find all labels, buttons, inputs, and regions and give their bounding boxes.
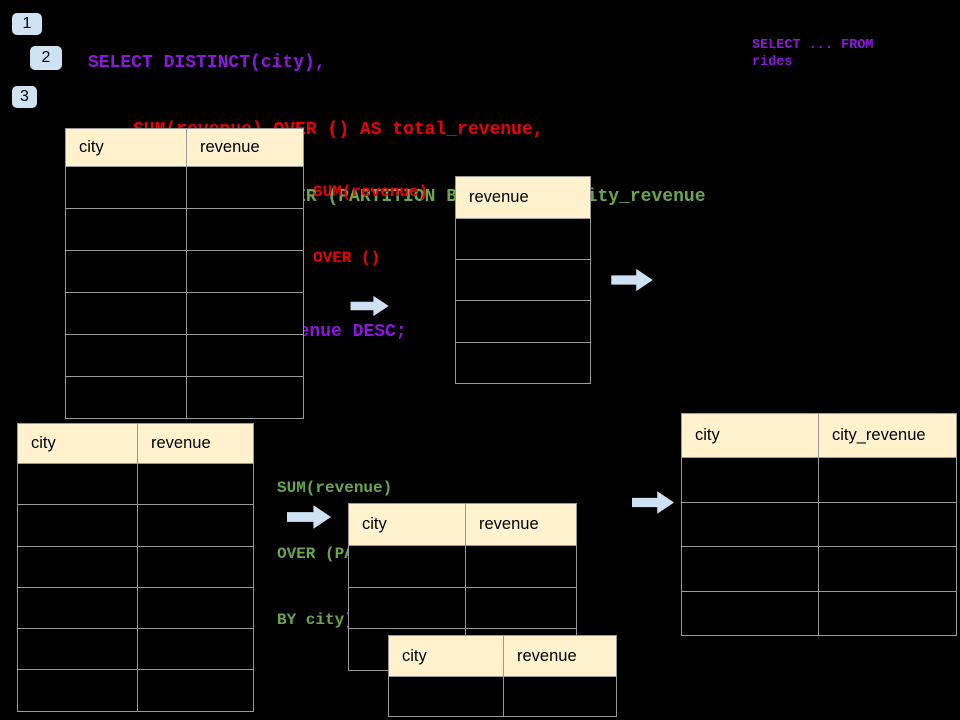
table-cell bbox=[456, 342, 590, 383]
table-cell bbox=[18, 629, 137, 670]
label-sum-over-total: SUM(revenue) OVER () bbox=[313, 137, 428, 313]
table-total-revenue-result: revenue bbox=[455, 176, 591, 384]
column-header: revenue bbox=[504, 636, 616, 676]
table-cell bbox=[138, 464, 253, 505]
table-cell bbox=[187, 209, 303, 250]
table-cell bbox=[66, 335, 186, 376]
table-cell bbox=[349, 546, 465, 587]
column-header: city bbox=[682, 414, 818, 457]
label-line: SUM(revenue) bbox=[277, 479, 393, 497]
table-cell bbox=[682, 502, 818, 546]
table-cell bbox=[819, 547, 956, 591]
table-cell bbox=[187, 335, 303, 376]
flow-arrow-to-total-table bbox=[350, 295, 389, 317]
table-cell bbox=[138, 670, 253, 711]
column-header: city_revenue bbox=[819, 414, 956, 457]
table-cell bbox=[187, 293, 303, 334]
flow-arrow-to-city-revenue-table bbox=[632, 491, 675, 514]
column-header: city bbox=[389, 636, 503, 676]
table-cell bbox=[456, 301, 590, 342]
sql-line-select: SELECT DISTINCT(city), bbox=[88, 52, 326, 73]
column-header: revenue bbox=[456, 177, 590, 218]
table-cell bbox=[187, 251, 303, 292]
table-cell bbox=[138, 505, 253, 546]
table-cell bbox=[819, 458, 956, 502]
label-line: SUM(revenue) bbox=[313, 183, 429, 201]
table-cell bbox=[682, 591, 818, 635]
table-cell bbox=[18, 505, 137, 546]
table-cell bbox=[66, 209, 186, 250]
table-cell bbox=[18, 670, 137, 711]
step-badge-1: 1 bbox=[12, 13, 42, 35]
table-cell bbox=[138, 546, 253, 587]
table-cell bbox=[466, 587, 576, 629]
table-cell bbox=[187, 167, 303, 208]
column-header: revenue bbox=[466, 504, 576, 545]
table-cell bbox=[138, 629, 253, 670]
column-header: city bbox=[66, 129, 186, 166]
flow-arrow-from-total-table bbox=[611, 268, 653, 292]
table-cell bbox=[187, 377, 303, 418]
column-header: city bbox=[349, 504, 465, 545]
table-cell bbox=[682, 547, 818, 591]
table-cell bbox=[138, 587, 253, 629]
table-cell bbox=[66, 377, 186, 418]
table-cell bbox=[504, 677, 616, 716]
step-badge-3: 3 bbox=[12, 86, 37, 108]
table-cell bbox=[819, 591, 956, 635]
table-cell bbox=[389, 677, 503, 716]
table-cell bbox=[466, 546, 576, 587]
table-cell bbox=[819, 502, 956, 546]
table-cell bbox=[18, 546, 137, 587]
flow-arrow-to-partition-table bbox=[287, 505, 332, 529]
column-header: revenue bbox=[138, 424, 253, 463]
column-header: revenue bbox=[187, 129, 303, 166]
table-cell bbox=[682, 458, 818, 502]
label-line: BY city) bbox=[277, 611, 354, 629]
label-line: OVER () bbox=[313, 249, 381, 267]
table-cell bbox=[18, 587, 137, 629]
table-cell bbox=[66, 167, 186, 208]
table-cell bbox=[456, 260, 590, 301]
step-badge-2: 2 bbox=[30, 46, 62, 70]
table-cell bbox=[349, 587, 465, 629]
side-note-select-from-rides: SELECT ... FROM rides bbox=[752, 38, 874, 70]
column-header: city bbox=[18, 424, 137, 463]
table-cell bbox=[456, 219, 590, 260]
table-cell bbox=[18, 464, 137, 505]
table-cell bbox=[66, 251, 186, 292]
table-cell bbox=[66, 293, 186, 334]
